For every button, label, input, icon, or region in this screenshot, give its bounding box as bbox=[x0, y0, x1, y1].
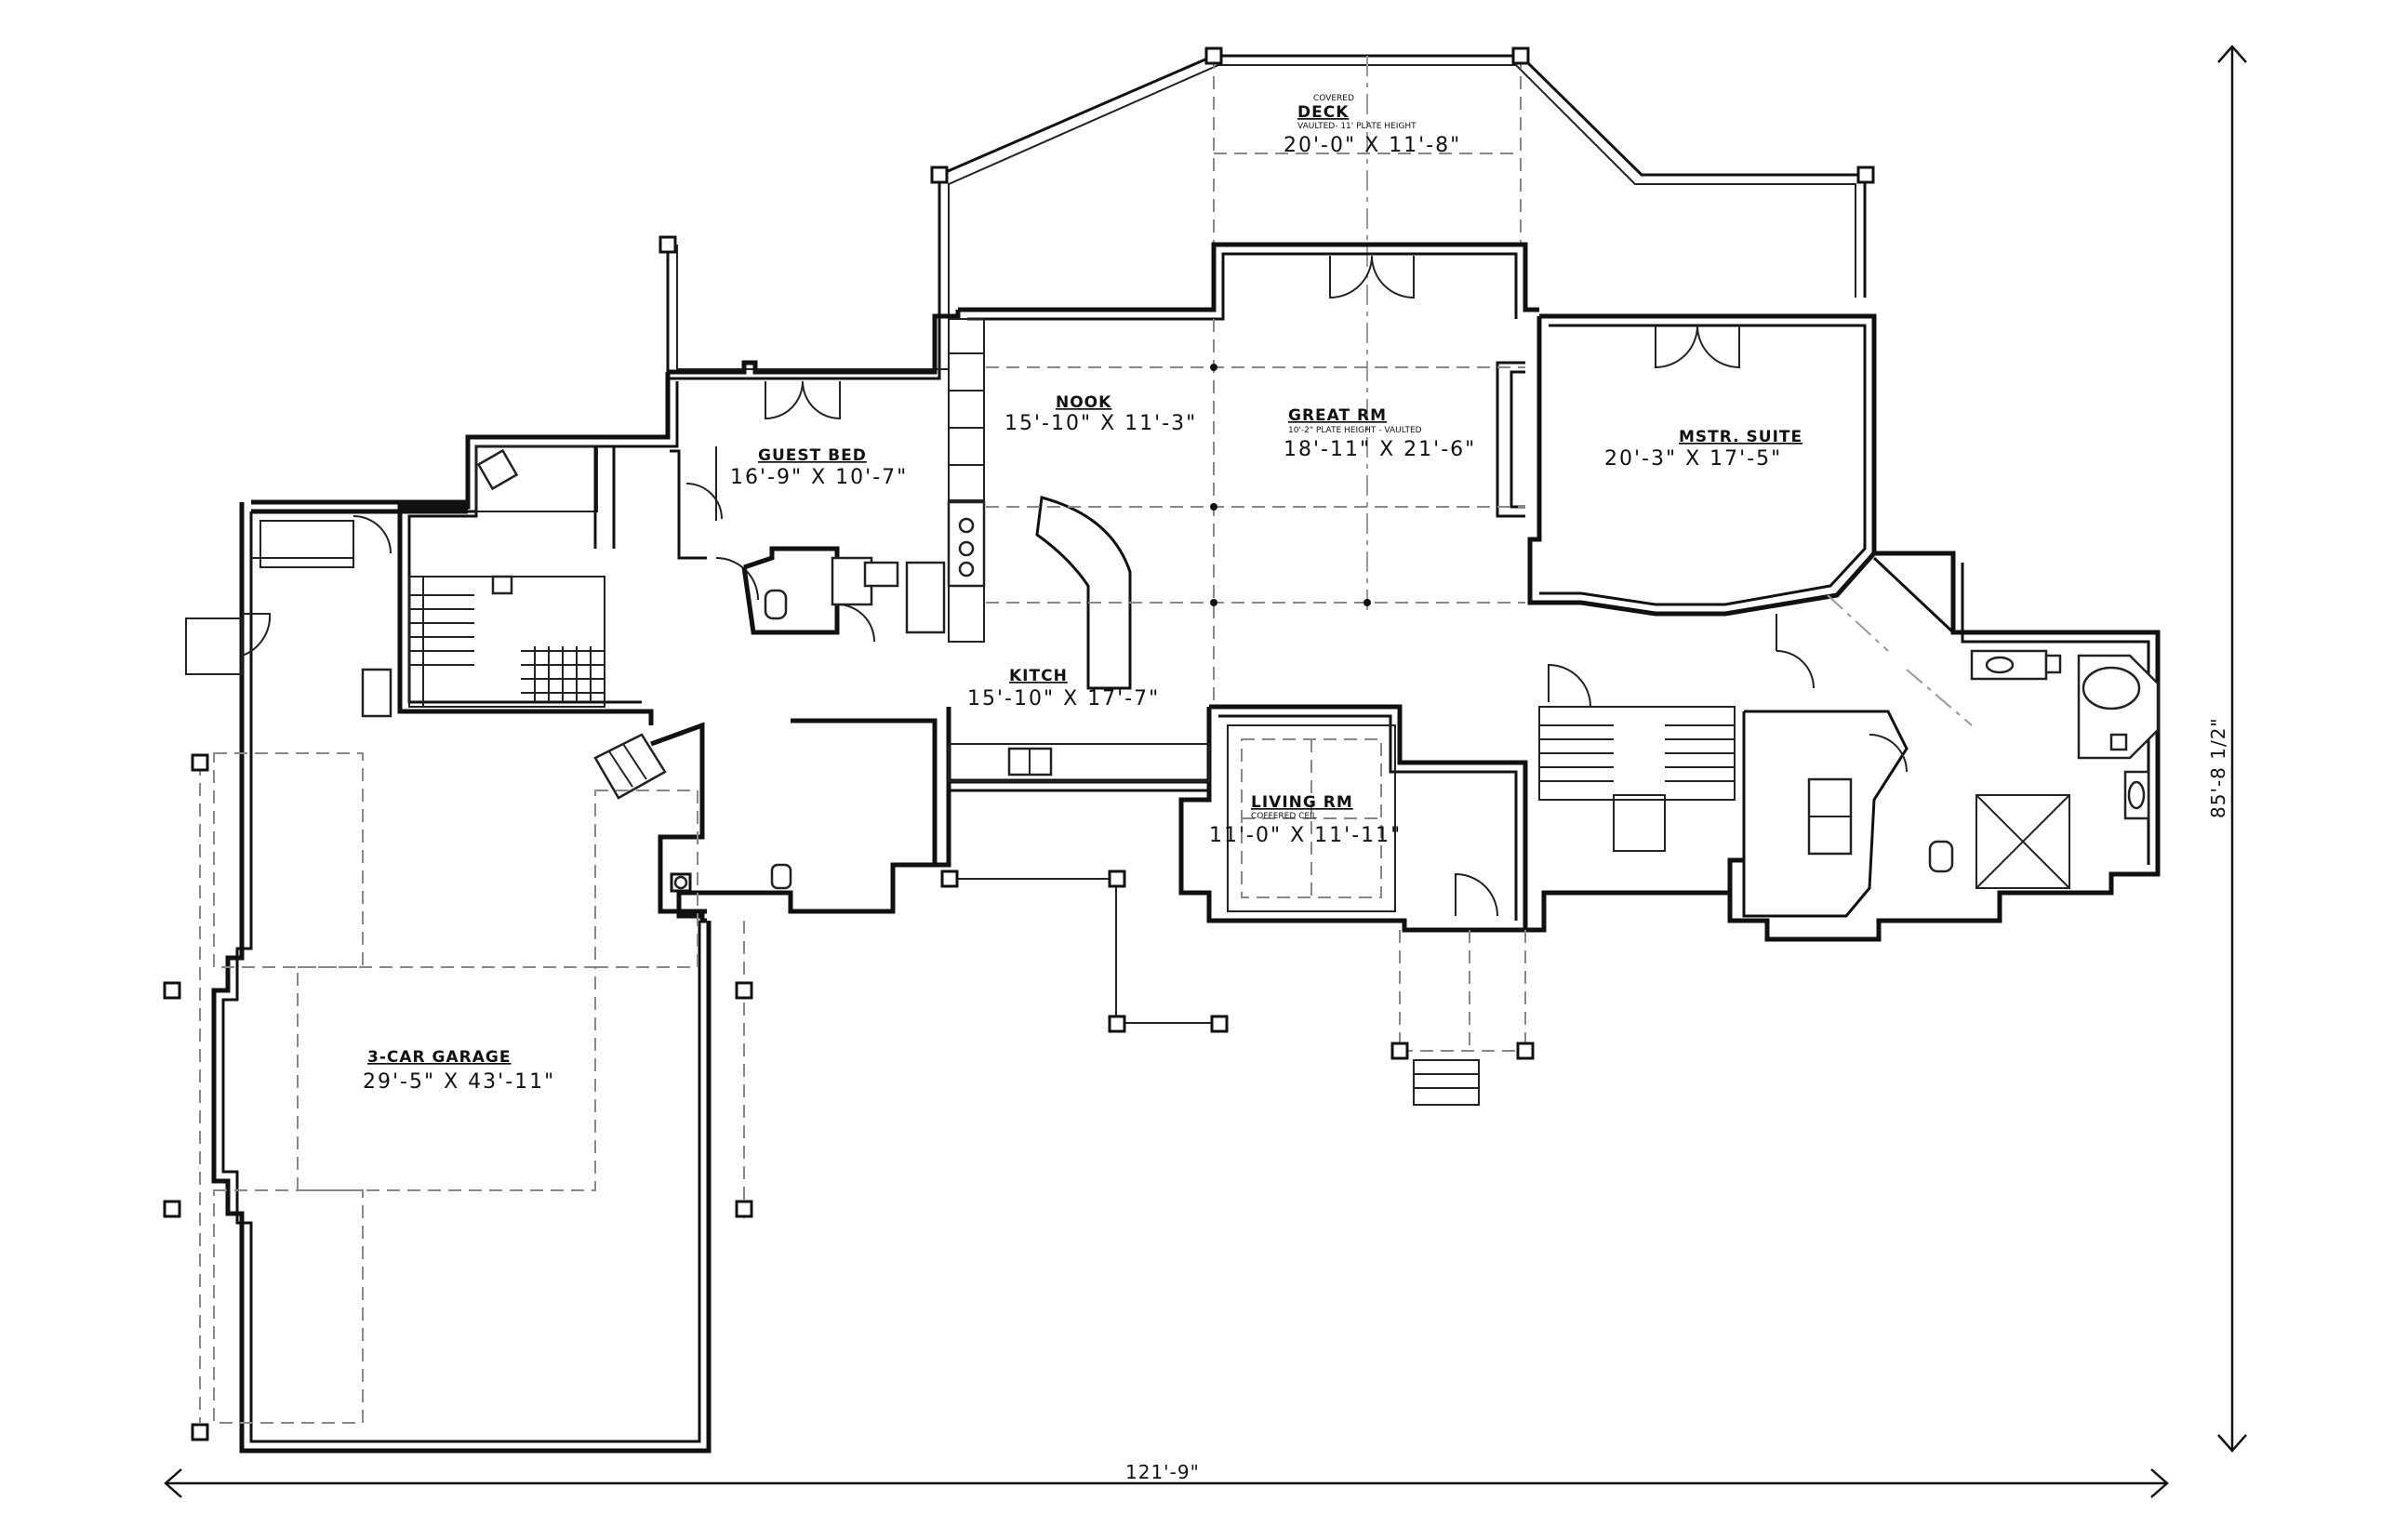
nook-label: NOOK bbox=[1056, 393, 1111, 412]
central-stair bbox=[1227, 663, 1736, 917]
guest-bed-dims: 16'-9" X 10'-7" bbox=[730, 466, 908, 489]
great-rm-dims: 18'-11" X 21'-6" bbox=[1284, 438, 1476, 461]
deck-note-top: COVERED bbox=[1313, 94, 1354, 103]
stair-treads-left bbox=[409, 594, 605, 702]
great-rm-label: GREAT RM bbox=[1288, 406, 1387, 425]
garage-dims: 29'-5" X 43'-11" bbox=[363, 1070, 555, 1094]
living-rm-note: COFFERED CEIL bbox=[1251, 812, 1317, 821]
living-rm-label: LIVING RM bbox=[1251, 793, 1353, 812]
deck-area bbox=[666, 54, 1867, 614]
garage-label: 3-CAR GARAGE bbox=[367, 1048, 511, 1067]
overall-depth-dimension bbox=[2217, 45, 2247, 1453]
overall-depth-label: 85'-8 1/2" bbox=[2207, 717, 2229, 818]
columns bbox=[163, 46, 1875, 1441]
garage-walls bbox=[185, 502, 745, 1454]
main-house-walls bbox=[251, 242, 2161, 942]
kitch-dims: 15'-10" X 17'-7" bbox=[967, 687, 1160, 710]
deck-dims: 20'-0" X 11'-8" bbox=[1284, 134, 1461, 157]
master-fixtures bbox=[1655, 325, 2160, 918]
left-block-walls bbox=[397, 437, 667, 800]
mstr-suite-label: MSTR. SUITE bbox=[1679, 428, 1802, 446]
great-room-fixtures bbox=[986, 255, 1525, 707]
deck-note: VAULTED- 11' PLATE HEIGHT bbox=[1297, 122, 1417, 131]
overall-width-dimension bbox=[164, 1468, 2169, 1498]
kitch-label: KITCH bbox=[1009, 667, 1068, 685]
deck-label: DECK bbox=[1297, 103, 1349, 122]
guest-bed-label: GUEST BED bbox=[758, 446, 867, 465]
front-porch bbox=[956, 878, 1526, 1106]
overall-width-label: 121'-9" bbox=[1125, 1461, 1200, 1483]
living-rm-dims: 11'-0" X 11'-11" bbox=[1209, 824, 1402, 847]
kitchen-fixtures bbox=[947, 318, 1210, 782]
great-rm-note: 10'-2" PLATE HEIGHT - VAULTED bbox=[1288, 426, 1422, 435]
guest-bed-walls bbox=[670, 380, 946, 643]
nook-dims: 15'-10" X 11'-3" bbox=[1004, 412, 1197, 435]
mstr-suite-dims: 20'-3" X 17'-5" bbox=[1604, 447, 1782, 471]
